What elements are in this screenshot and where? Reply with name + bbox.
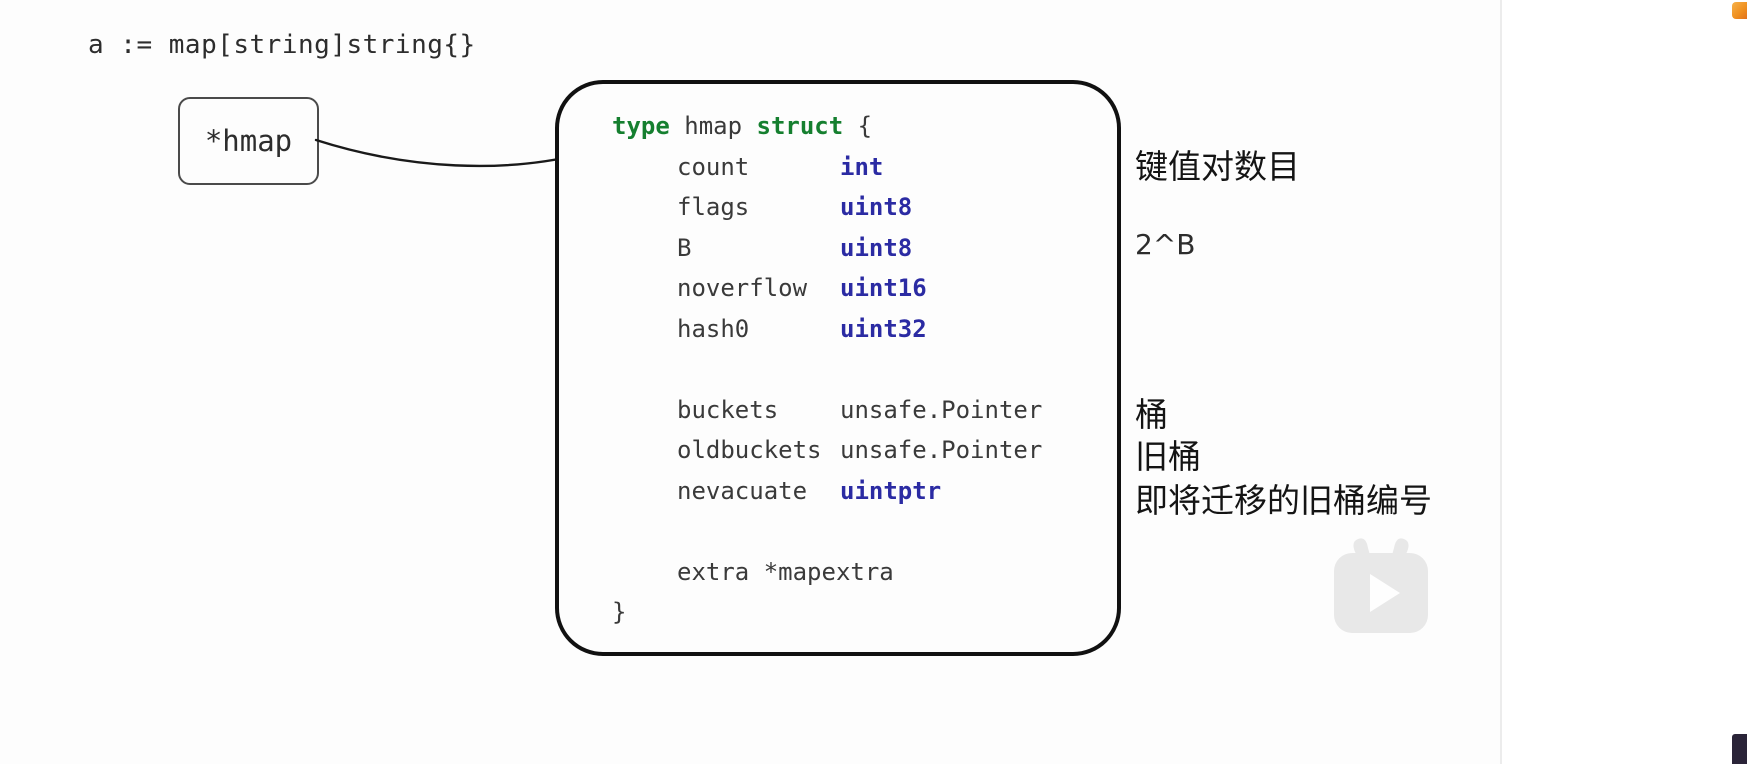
field-row-oldbuckets: oldbuckets unsafe.Pointer: [612, 430, 1117, 471]
annotation-B: 2^B: [1135, 228, 1196, 261]
field-row-extra: extra *mapextra: [612, 552, 1117, 593]
field-name: extra *mapextra: [677, 557, 894, 586]
field-row-buckets: buckets unsafe.Pointer: [612, 390, 1117, 431]
field-name: flags: [677, 193, 750, 222]
spacer-row: [612, 349, 1117, 390]
field-row-nevacuate: nevacuate uintptr: [612, 471, 1117, 512]
orange-app-icon: [1732, 2, 1747, 19]
struct-name: hmap: [669, 112, 757, 141]
field-name: count: [677, 152, 750, 181]
field-name: nevacuate: [677, 476, 808, 505]
field-name: noverflow: [677, 274, 808, 303]
annotation-count: 键值对数目: [1135, 147, 1300, 186]
field-name: hash0: [677, 314, 750, 343]
hmap-struct-box: type hmap struct { count int flags uint8 B…: [555, 80, 1121, 656]
field-name: buckets: [677, 395, 779, 424]
field-type: uint32: [840, 314, 927, 343]
code-line-close: }: [612, 592, 1117, 633]
open-brace: {: [843, 112, 873, 141]
annotation-nevacuate: 即将迁移的旧桶编号: [1135, 481, 1432, 520]
field-row-count: count int: [612, 147, 1117, 188]
keyword-struct: struct: [756, 112, 844, 141]
field-type: unsafe.Pointer: [840, 436, 1043, 465]
field-row-hash0: hash0 uint32: [612, 309, 1117, 350]
spacer-row: [612, 511, 1117, 552]
field-type: uintptr: [840, 476, 942, 505]
annotation-oldbuckets: 旧桶: [1135, 437, 1201, 476]
field-type: int: [840, 152, 884, 181]
field-type: unsafe.Pointer: [840, 395, 1043, 424]
field-type: uint8: [840, 233, 913, 262]
code-line-header: type hmap struct {: [612, 106, 1117, 147]
right-edge-panel: [1500, 0, 1747, 764]
map-declaration-text: a := map[string]string{}: [88, 30, 476, 60]
field-name: oldbuckets: [677, 436, 822, 465]
field-name: B: [677, 233, 692, 262]
hmap-pointer-label: *hmap: [204, 124, 293, 158]
close-brace: }: [612, 598, 627, 627]
field-row-noverflow: noverflow uint16: [612, 268, 1117, 309]
hmap-pointer-box: *hmap: [178, 97, 319, 185]
field-row-flags: flags uint8: [612, 187, 1117, 228]
field-type: uint8: [840, 193, 913, 222]
keyword-type: type: [612, 112, 670, 141]
annotation-buckets: 桶: [1135, 395, 1168, 434]
field-type: uint16: [840, 274, 927, 303]
play-button-icon[interactable]: [1326, 534, 1436, 640]
dark-corner-block: [1732, 734, 1747, 764]
